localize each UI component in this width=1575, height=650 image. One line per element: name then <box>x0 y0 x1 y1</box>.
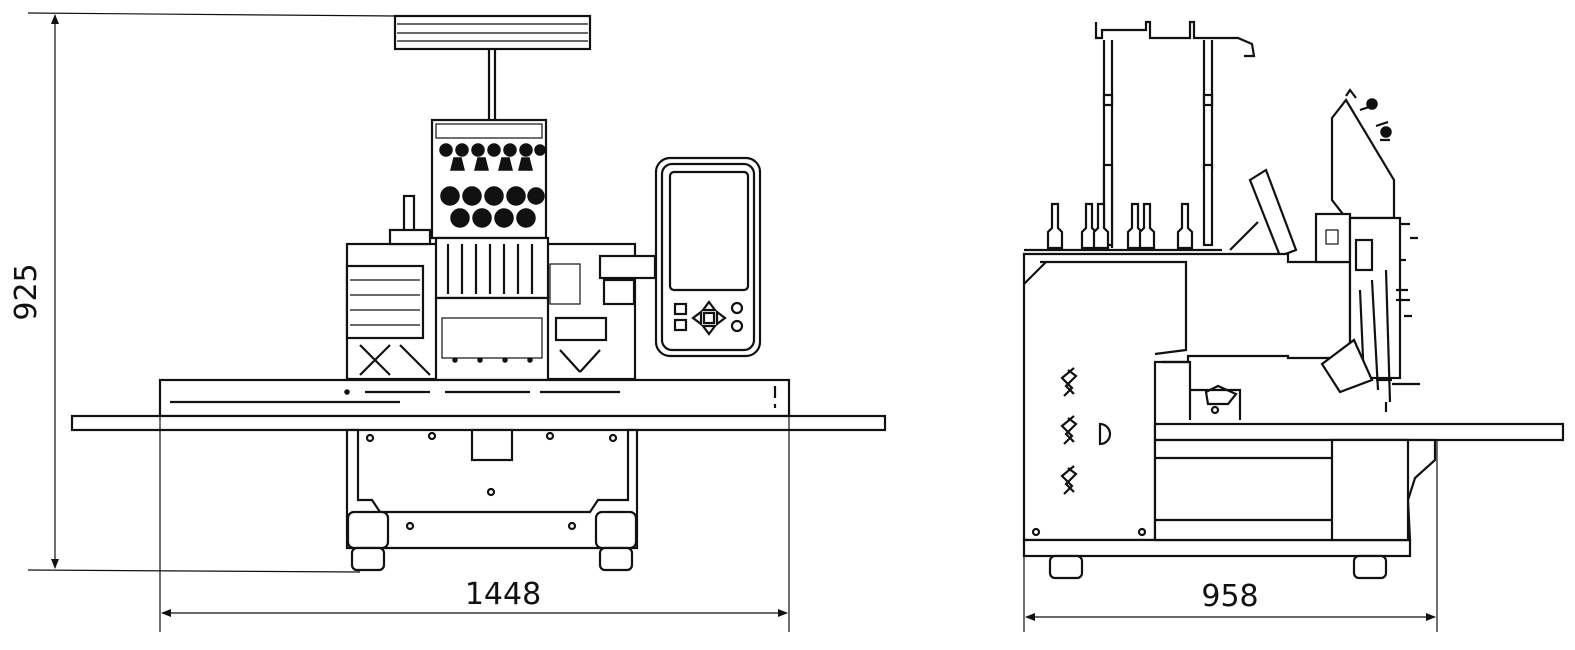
tension-knobs-row-1 <box>439 143 546 171</box>
width-dimension: 1448 <box>159 416 790 632</box>
thread-tension-head <box>430 118 548 240</box>
side-foot-left <box>1048 554 1084 580</box>
thread-stand-bar <box>393 14 592 120</box>
side-foot-right <box>1352 554 1388 580</box>
front-base <box>345 428 639 572</box>
side-main-frame <box>1022 252 1412 558</box>
touch-screen <box>668 170 750 292</box>
tension-knobs-row-2 <box>440 186 545 228</box>
side-thread-stand <box>1024 20 1256 252</box>
side-sewing-head <box>1314 88 1420 412</box>
depth-dimension: 958 <box>1023 440 1438 632</box>
width-value: 1448 <box>465 577 541 612</box>
side-table <box>1153 360 1565 442</box>
logo-marks <box>1060 367 1112 495</box>
front-foot-left <box>350 546 386 572</box>
side-view: 958 <box>1022 20 1565 632</box>
side-base <box>1048 438 1437 580</box>
side-control-panel <box>1229 168 1298 258</box>
thread-spindles <box>1046 202 1194 250</box>
height-dimension: 925 <box>9 12 396 573</box>
front-table <box>70 378 887 432</box>
control-panel <box>654 156 762 358</box>
front-view: 925 1448 <box>9 12 887 632</box>
height-value: 925 <box>9 263 44 320</box>
panel-keypad <box>673 300 744 336</box>
depth-value: 958 <box>1201 579 1258 614</box>
needle-bar-case <box>434 236 550 400</box>
front-foot-right <box>598 546 634 572</box>
